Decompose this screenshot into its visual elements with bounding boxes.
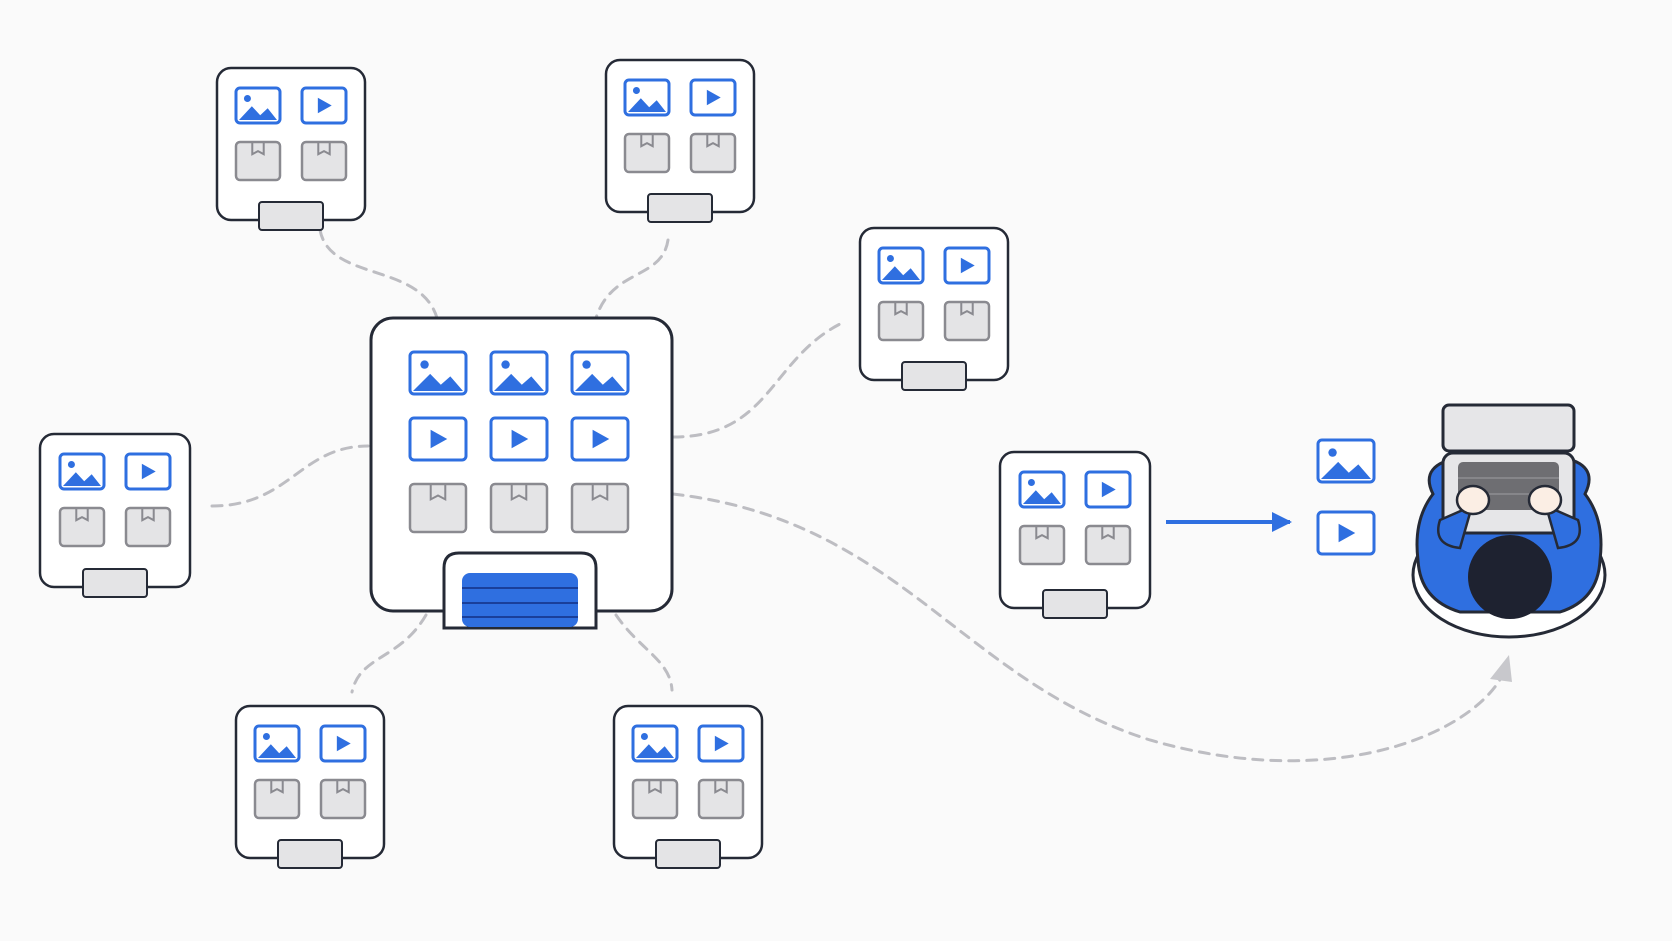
node-door [647, 193, 713, 223]
image-icon [1018, 470, 1066, 509]
laptop-screen [1441, 403, 1576, 453]
image-icon [408, 350, 468, 396]
dashed-origin-to-user-arrow [671, 492, 1507, 763]
node-door [82, 568, 148, 598]
image-icon [623, 78, 671, 117]
dashed-link-left [210, 444, 370, 508]
play-icon [1084, 470, 1132, 509]
image-icon [631, 724, 679, 763]
dashed-link-top-left [318, 228, 439, 320]
package-icon [631, 778, 679, 820]
rollup-door [442, 551, 598, 630]
play-icon [408, 416, 468, 462]
node-door [901, 361, 967, 391]
node-top-left [215, 66, 367, 231]
image-icon [234, 86, 282, 125]
dashed-link-top-center [594, 238, 670, 320]
play-icon [300, 86, 348, 125]
dashed-arrowhead [1490, 655, 1512, 682]
package-icon [1018, 524, 1066, 566]
right-arm [1544, 503, 1581, 550]
package-icon [408, 482, 468, 534]
play-icon [697, 724, 745, 763]
satellite-nodes [38, 58, 1152, 869]
play-icon [489, 416, 549, 462]
node-edge [998, 450, 1152, 619]
right-hand [1527, 484, 1563, 516]
user-head [1468, 535, 1552, 619]
image-icon [58, 452, 106, 491]
central-distribution-hub [369, 316, 674, 630]
dashed-link-bottom-left [350, 613, 428, 694]
image-icon [489, 350, 549, 396]
play-icon [124, 452, 172, 491]
node-door [277, 839, 343, 869]
package-icon [570, 482, 630, 534]
package-icon [234, 140, 282, 182]
image-icon [1316, 438, 1376, 484]
package-icon [943, 300, 991, 342]
person-at-laptop-icon [1411, 403, 1607, 639]
package-icon [877, 300, 925, 342]
play-icon [319, 724, 367, 763]
package-icon [623, 132, 671, 174]
image-icon [570, 350, 630, 396]
play-icon [689, 78, 737, 117]
left-arm [1437, 503, 1474, 550]
node-left [38, 432, 192, 598]
node-bottom-center [612, 704, 764, 869]
package-icon [697, 778, 745, 820]
play-icon [570, 416, 630, 462]
node-door [655, 839, 721, 869]
play-icon [1316, 510, 1376, 556]
package-icon [1084, 524, 1132, 566]
image-icon [253, 724, 301, 763]
node-right [858, 226, 1010, 391]
node-door [258, 201, 324, 231]
package-icon [58, 506, 106, 548]
package-icon [489, 482, 549, 534]
package-icon [689, 132, 737, 174]
play-icon [943, 246, 991, 285]
connector-lines [210, 228, 1507, 763]
node-top-center [604, 58, 756, 223]
package-icon [319, 778, 367, 820]
package-icon [300, 140, 348, 182]
hub-icon-grid [408, 350, 630, 534]
node-bottom-left [234, 704, 386, 869]
image-icon [877, 246, 925, 285]
dashed-link-right [671, 322, 842, 439]
delivered-media [1316, 438, 1376, 556]
package-icon [253, 778, 301, 820]
package-icon [124, 506, 172, 548]
node-door [1042, 589, 1108, 619]
dashed-link-bottom-center [614, 613, 674, 692]
left-hand [1455, 484, 1491, 516]
